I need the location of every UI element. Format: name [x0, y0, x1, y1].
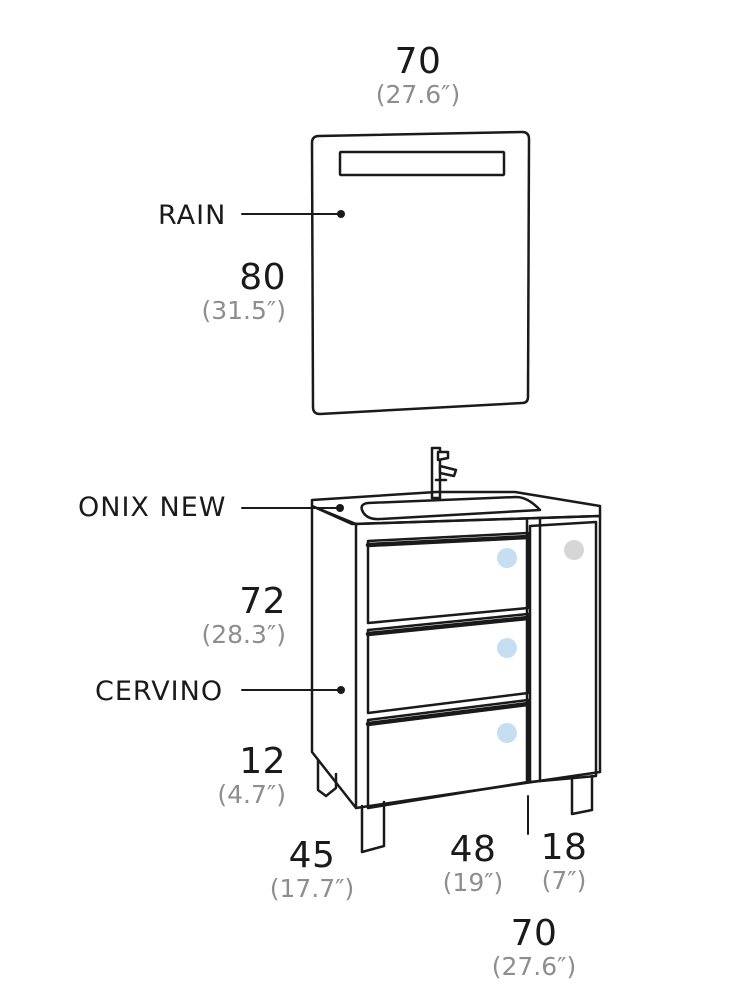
dimension-cabinet-height: 72 (28.3″)	[201, 581, 286, 649]
dimension-total-width: 70 (27.6″)	[491, 913, 577, 981]
leg-front-right	[570, 774, 594, 816]
leader-dot-rain	[337, 210, 345, 218]
cabinet-door	[528, 520, 598, 784]
leg-back-left	[316, 758, 338, 798]
mirror-outline	[310, 130, 531, 416]
door-handle	[564, 540, 584, 560]
dimension-depth: 45 (17.7″)	[269, 835, 355, 903]
drawer-handle-middle	[497, 638, 517, 658]
drawer-handle-bottom	[497, 723, 517, 743]
dimension-door-width: 18 (7″)	[540, 827, 588, 895]
drawer-top	[366, 531, 530, 625]
countertop-outline	[310, 490, 602, 526]
label-onix-new: ONIX NEW	[78, 492, 227, 523]
drawer-middle	[366, 612, 530, 715]
faucet-icon	[430, 446, 458, 500]
label-cervino: CERVINO	[95, 676, 224, 707]
cabinet-front-frame	[354, 514, 602, 810]
leg-front-left	[360, 800, 386, 854]
label-rain: RAIN	[158, 200, 227, 231]
leader-dot-cervino	[337, 686, 345, 694]
dimension-mirror-height: 80 (31.5″)	[201, 257, 286, 325]
dimension-mirror-width: 70 (27.6″)	[375, 41, 461, 109]
basin-outline	[360, 495, 542, 521]
mirror-light-bar	[338, 150, 506, 177]
leader-dot-onix-new	[336, 504, 344, 512]
drawer-handle-top	[497, 548, 517, 568]
dimension-drawer-width: 48 (19″)	[442, 829, 504, 897]
dimension-leg-height: 12 (4.7″)	[217, 741, 286, 809]
drawer-bottom	[366, 698, 530, 810]
